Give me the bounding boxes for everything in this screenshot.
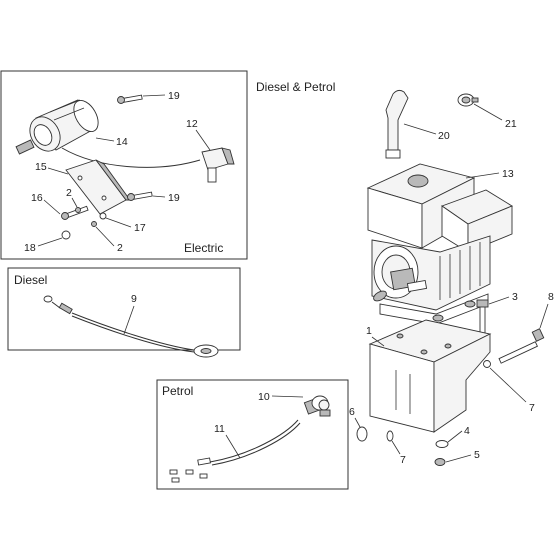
callout-20: 20 <box>438 130 450 142</box>
callout-17: 17 <box>134 222 146 234</box>
callout-14: 14 <box>116 136 128 148</box>
electric-bracket-part <box>65 159 131 215</box>
screw-19b-part <box>127 191 153 201</box>
engine-part <box>366 163 513 325</box>
screw-19a-part <box>117 94 143 104</box>
callout-15: 15 <box>35 161 47 173</box>
callout-7b: 7 <box>400 454 406 466</box>
mounting-plate-part <box>368 319 492 433</box>
callout-5: 5 <box>474 449 480 461</box>
washer-7b-part <box>386 430 394 442</box>
callout-18: 18 <box>24 242 36 254</box>
exhaust-pipe-part <box>385 89 409 159</box>
nut-6-part <box>356 426 368 442</box>
callout-1: 1 <box>366 325 372 337</box>
electric-motor-part <box>15 99 99 155</box>
petrol-section: Petrol 10 11 <box>156 379 349 490</box>
washer-7a-part <box>483 360 491 368</box>
diesel-section: Diesel 9 <box>7 267 241 358</box>
callout-8: 8 <box>548 291 554 303</box>
electric-switch-part <box>201 147 235 183</box>
washer-17-part <box>99 212 107 220</box>
petrol-frame <box>156 379 349 490</box>
callout-9: 9 <box>131 293 137 305</box>
callout-4: 4 <box>464 425 470 437</box>
callout-2a: 2 <box>66 187 72 199</box>
callout-7a: 7 <box>529 402 535 414</box>
callout-6: 6 <box>349 406 355 418</box>
diesel-throttle-cable-part <box>43 295 219 358</box>
petrol-connector-part <box>303 395 331 417</box>
washer-2b-part <box>91 221 97 227</box>
bolt-8-part <box>498 328 545 364</box>
callout-12: 12 <box>186 118 198 130</box>
nut-18-part <box>61 230 71 240</box>
heading-electric: Electric <box>184 241 223 255</box>
callout-19b: 19 <box>168 192 180 204</box>
pipe-clamp-part <box>457 93 479 107</box>
washer-2a-part <box>75 207 81 213</box>
callout-19a: 19 <box>168 90 180 102</box>
callout-16: 16 <box>31 192 43 204</box>
electric-cable <box>61 147 201 168</box>
callout-10: 10 <box>258 391 270 403</box>
nut-5-part <box>434 458 446 466</box>
callout-11: 11 <box>214 423 225 435</box>
callout-21: 21 <box>505 118 517 130</box>
electric-section: Electric <box>0 70 248 260</box>
electric-frame <box>0 70 248 260</box>
callout-13: 13 <box>502 168 514 180</box>
petrol-cable-part <box>169 419 301 483</box>
heading-diesel: Diesel <box>14 273 47 287</box>
heading-diesel-petrol: Diesel & Petrol <box>256 80 335 94</box>
callout-2b: 2 <box>117 242 123 254</box>
callout-3: 3 <box>512 291 518 303</box>
heading-petrol: Petrol <box>162 384 193 398</box>
diesel-frame <box>7 267 241 351</box>
bolt-16-part <box>61 205 89 220</box>
washer-4-part <box>435 440 449 448</box>
